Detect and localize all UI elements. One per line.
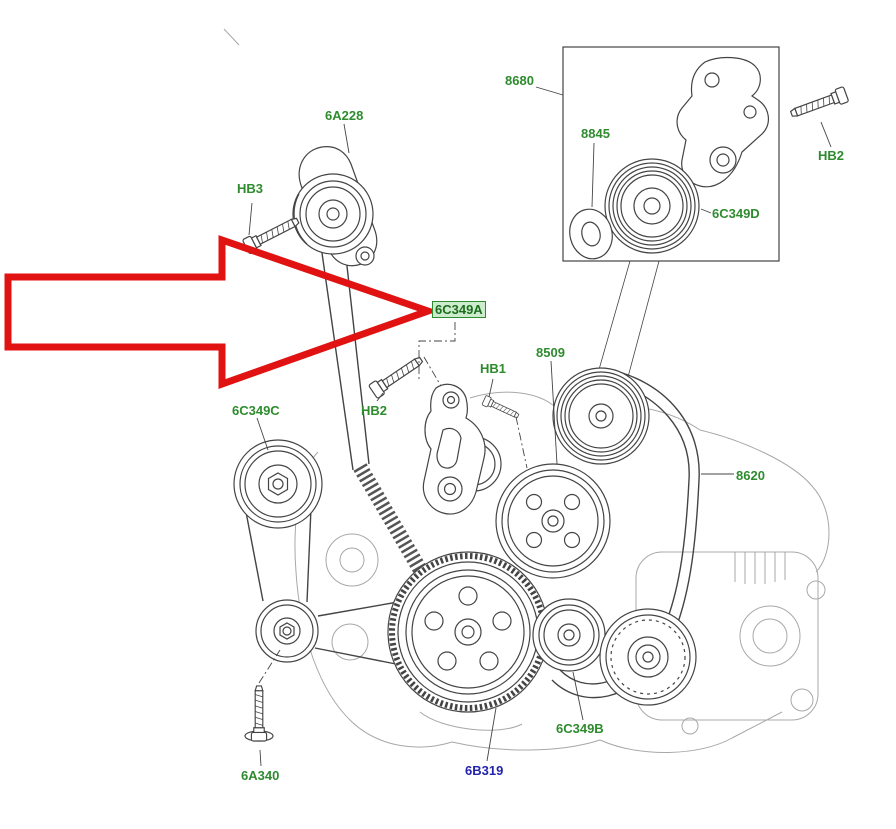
ribbed-belt-band <box>353 463 435 587</box>
idler-pulley-6C349C <box>233 439 323 529</box>
part-label-6C349B: 6C349B <box>556 721 604 736</box>
part-label-HB1: HB1 <box>480 361 507 376</box>
part-label-8680: 8680 <box>505 73 534 88</box>
stray-mark <box>223 28 240 46</box>
part-label-6B319: 6B319 <box>465 763 504 778</box>
idler-pulley-lower-left <box>255 599 319 663</box>
idler-pulley-6C349B <box>532 598 606 672</box>
part-label-6A340: 6A340 <box>241 768 280 783</box>
crank-pulley-6B319 <box>387 551 549 713</box>
part-label-HB2-detail: HB2 <box>818 148 845 163</box>
pump-pulley-8509 <box>495 463 611 579</box>
ribbed-pulley <box>552 367 650 465</box>
bolt-hb2-detail <box>788 85 850 122</box>
part-label-6C349D: 6C349D <box>712 206 760 221</box>
belt-8620 <box>551 367 700 699</box>
pulley-6C349D <box>604 158 700 254</box>
leader-lines <box>248 86 832 767</box>
part-label-HB2-main: HB2 <box>361 403 388 418</box>
drive-belts <box>245 252 700 699</box>
ac-clutch-pulley <box>599 608 697 706</box>
highlight-arrow <box>4 235 439 389</box>
part-label-8509: 8509 <box>536 345 565 360</box>
belt-8620-inner <box>559 377 690 685</box>
bracket-6C349A <box>422 383 486 515</box>
tensioner-bracket <box>676 56 769 188</box>
bolt-hb2-main <box>367 352 427 400</box>
cap-8845 <box>569 208 613 260</box>
tensioner-6A228 <box>292 146 378 267</box>
part-label-8845: 8845 <box>581 126 610 141</box>
bolt-hb1 <box>481 394 521 422</box>
part-label-HB3: HB3 <box>237 181 264 196</box>
detail-link-line <box>623 260 660 393</box>
part-label-6C349A-highlighted[interactable]: 6C349A <box>432 301 486 318</box>
part-label-6C349C: 6C349C <box>232 403 280 418</box>
detail-link-line <box>595 260 631 381</box>
engine-block-outline <box>294 391 830 753</box>
part-label-8620: 8620 <box>736 468 765 483</box>
part-label-6A228: 6A228 <box>325 108 364 123</box>
construction-lines <box>258 322 528 684</box>
bolt-6A340 <box>250 685 268 742</box>
detail-box-8680 <box>562 46 780 262</box>
